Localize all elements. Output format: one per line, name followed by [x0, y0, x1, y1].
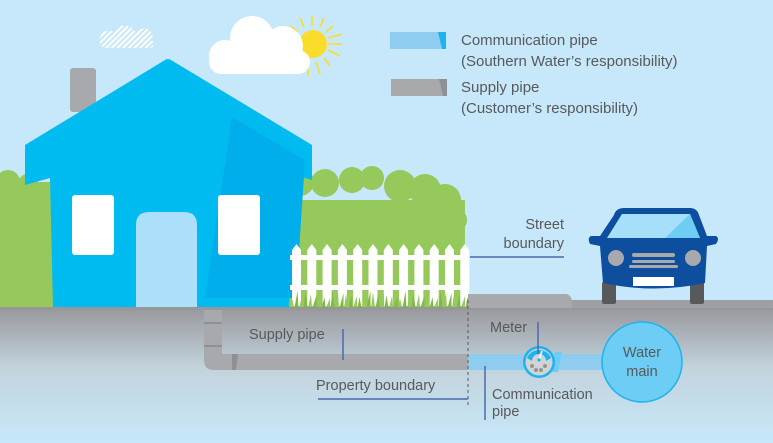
street-boundary-label: Street boundary: [504, 216, 564, 254]
grass-blade: [362, 298, 366, 308]
grass-blade: [456, 295, 461, 308]
street-boundary-line2: boundary: [503, 236, 564, 252]
house: [25, 59, 312, 308]
grass-blade: [447, 293, 452, 308]
grass-blade: [384, 295, 389, 308]
water-main: [601, 321, 683, 403]
cloud-icon: [209, 16, 310, 74]
grass-blade: [443, 292, 447, 308]
grass-blade: [411, 293, 416, 308]
grass-blade: [407, 292, 411, 308]
grass-blade: [330, 291, 335, 308]
legend-communication-line2: (Southern Water’s responsibility): [461, 53, 678, 70]
grass-blade: [294, 291, 299, 308]
ground-edge: [0, 307, 773, 310]
water-main-line1: Water: [622, 345, 662, 361]
grass-blade: [321, 297, 326, 308]
grass-blade: [389, 296, 393, 308]
fence-picket: [414, 244, 424, 306]
supply-pipe-label: Supply pipe: [249, 327, 325, 343]
grass-blade: [452, 294, 456, 308]
legend-communication-line1: Communication pipe: [461, 32, 598, 49]
grass-blade: [317, 296, 321, 308]
water-main-line2: main: [626, 364, 658, 380]
street-boundary-line1: Street: [525, 217, 564, 233]
grass-blade: [353, 296, 357, 308]
grass-blade: [416, 294, 420, 308]
street-kerb: [468, 294, 573, 308]
fence-picket: [337, 244, 347, 306]
fence-picket: [292, 244, 301, 306]
meter-icon: [523, 346, 555, 378]
grass-blade: [371, 292, 375, 308]
grass-blade: [290, 298, 294, 308]
picket-fence: [290, 255, 468, 290]
property-boundary-label: Property boundary: [316, 378, 436, 394]
grass-blade: [344, 294, 348, 308]
grass-blade: [366, 291, 371, 308]
communication-pipe-label: Communication pipe: [492, 387, 593, 421]
water-main-label: Water main: [612, 344, 672, 382]
grass-blade: [398, 298, 402, 308]
meter-label: Meter: [490, 320, 528, 336]
fence-picket: [429, 244, 439, 306]
small-cloud-icon: [99, 25, 154, 48]
car-icon: [588, 208, 718, 304]
road: [572, 300, 773, 308]
house-window-right: [218, 195, 260, 255]
fence-picket: [383, 244, 393, 306]
legend: [390, 32, 447, 96]
communication-pipe-line1: Communication: [492, 387, 593, 403]
fence-picket: [353, 244, 363, 306]
grass: [290, 291, 470, 308]
grass-blade: [438, 291, 443, 308]
grass-blade: [335, 292, 339, 308]
communication-pipe-line2: pipe: [492, 404, 520, 420]
car-number-plate: [633, 277, 674, 286]
grass-blade: [434, 298, 438, 308]
grass-blade: [429, 297, 434, 308]
grass-blade: [425, 296, 429, 308]
fence-pickets: [292, 244, 470, 306]
grass-blade: [393, 297, 398, 308]
legend-supply-line1: Supply pipe: [461, 79, 540, 96]
sun-icon: [290, 16, 343, 76]
house-door: [136, 212, 197, 308]
grass-blade: [339, 293, 344, 308]
fence-picket: [460, 244, 470, 306]
legend-communication-pipe-icon: [390, 32, 446, 49]
fence-picket: [399, 244, 409, 306]
grass-blade: [326, 298, 330, 308]
legend-supply-pipe-label: Supply pipe (Customer’s responsibility): [461, 77, 638, 119]
fence-picket: [368, 244, 378, 306]
grass-blade: [375, 293, 380, 308]
grass-blade: [380, 294, 384, 308]
leader-lines: [318, 256, 564, 420]
fence-picket: [322, 244, 332, 306]
grass-blade: [461, 296, 465, 308]
fence-picket: [445, 244, 454, 306]
chimney: [70, 68, 96, 112]
house-window-left: [72, 195, 114, 255]
legend-supply-pipe-icon: [391, 79, 447, 96]
grass-blade: [299, 292, 303, 308]
grass-blade: [312, 295, 317, 308]
grass-blade: [348, 295, 353, 308]
grass-blade: [303, 293, 308, 308]
supply-pipe: [204, 310, 468, 370]
grass-blade: [402, 291, 407, 308]
grass-blade: [308, 294, 312, 308]
fence-picket: [307, 244, 317, 306]
grass-blade: [357, 297, 362, 308]
legend-supply-line2: (Customer’s responsibility): [461, 100, 638, 117]
grass-blade: [420, 295, 425, 308]
legend-communication-pipe-label: Communication pipe (Southern Water’s res…: [461, 30, 677, 72]
